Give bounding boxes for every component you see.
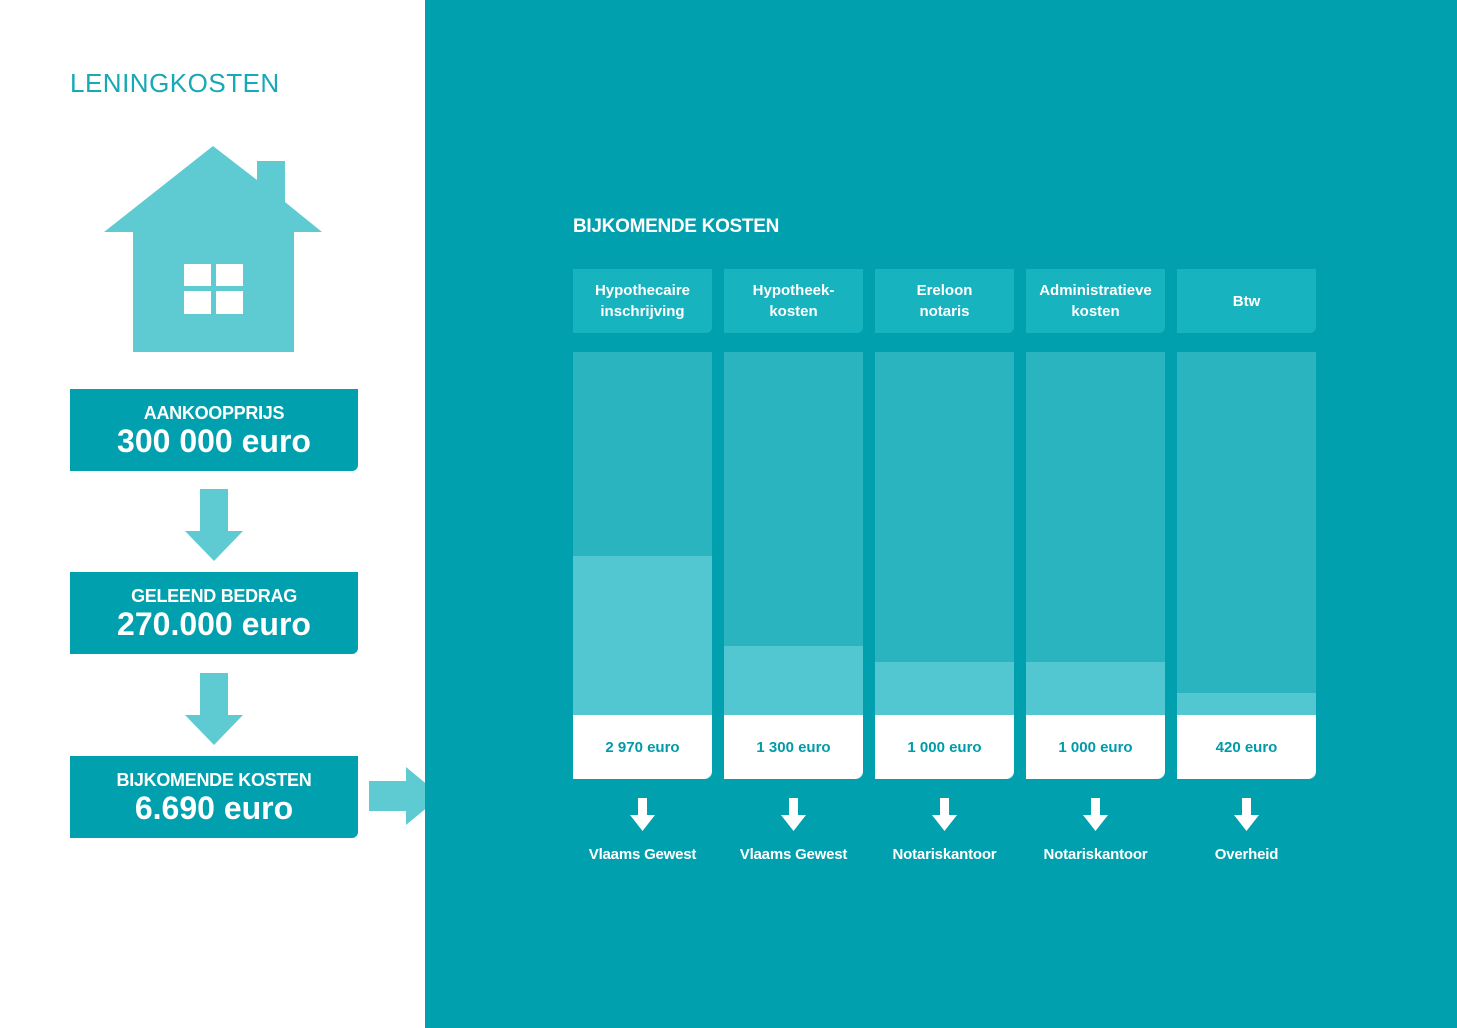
cost-value-label: 420 euro: [1177, 715, 1316, 779]
purchase-price-value: 300 000 euro: [117, 423, 311, 459]
cost-value-label: 1 300 euro: [724, 715, 863, 779]
borrowed-amount-value: 270.000 euro: [117, 606, 311, 642]
additional-costs-value: 6.690 euro: [134, 790, 294, 826]
arrow-down-icon: [1083, 798, 1108, 831]
chart-title: BIJKOMENDE KOSTEN: [573, 216, 780, 237]
cost-bar-fill: [573, 556, 712, 715]
cost-bar-fill: [1026, 662, 1165, 715]
cost-bar-track: 2 970 euro: [573, 352, 712, 779]
arrow-down-icon: [630, 798, 655, 831]
cost-recipient-label: Vlaams Gewest: [588, 846, 697, 863]
cost-bar-track: 1 000 euro: [1026, 352, 1165, 779]
cost-value-label: 2 970 euro: [573, 715, 712, 779]
additional-costs-box: BIJKOMENDE KOSTEN 6.690 euro: [70, 756, 358, 838]
cost-bar-fill: [724, 646, 863, 715]
arrow-right-icon: [369, 767, 441, 825]
additional-costs-label: BIJKOMENDE KOSTEN: [116, 770, 312, 790]
cost-bar-track: 420 euro: [1177, 352, 1316, 779]
arrow-down-icon: [932, 798, 957, 831]
cost-bar-fill: [875, 662, 1014, 715]
cost-category-label: Hypotheek-kosten: [724, 269, 863, 333]
borrowed-amount-label: GELEEND BEDRAG: [131, 586, 297, 606]
house-icon: [104, 146, 322, 352]
cost-category-label: Btw: [1177, 269, 1316, 333]
cost-recipient-label: Vlaams Gewest: [739, 846, 848, 863]
cost-recipient-label: Notariskantoor: [1043, 846, 1148, 863]
cost-value-label: 1 000 euro: [875, 715, 1014, 779]
purchase-price-box: AANKOOPPRIJS 300 000 euro: [70, 389, 358, 471]
arrow-down-icon: [185, 673, 243, 745]
cost-bar-track: 1 300 euro: [724, 352, 863, 779]
arrow-down-icon: [781, 798, 806, 831]
cost-bar-fill: [1177, 693, 1316, 715]
arrow-down-icon: [185, 489, 243, 561]
cost-recipient-label: Notariskantoor: [892, 846, 997, 863]
cost-value-label: 1 000 euro: [1026, 715, 1165, 779]
left-title: LENINGKOSTEN: [70, 68, 280, 98]
arrow-down-icon: [1234, 798, 1259, 831]
purchase-price-label: AANKOOPPRIJS: [143, 403, 285, 423]
borrowed-amount-box: GELEEND BEDRAG 270.000 euro: [70, 572, 358, 654]
cost-recipient-label: Overheid: [1214, 846, 1279, 863]
cost-bar-track: 1 000 euro: [875, 352, 1014, 779]
